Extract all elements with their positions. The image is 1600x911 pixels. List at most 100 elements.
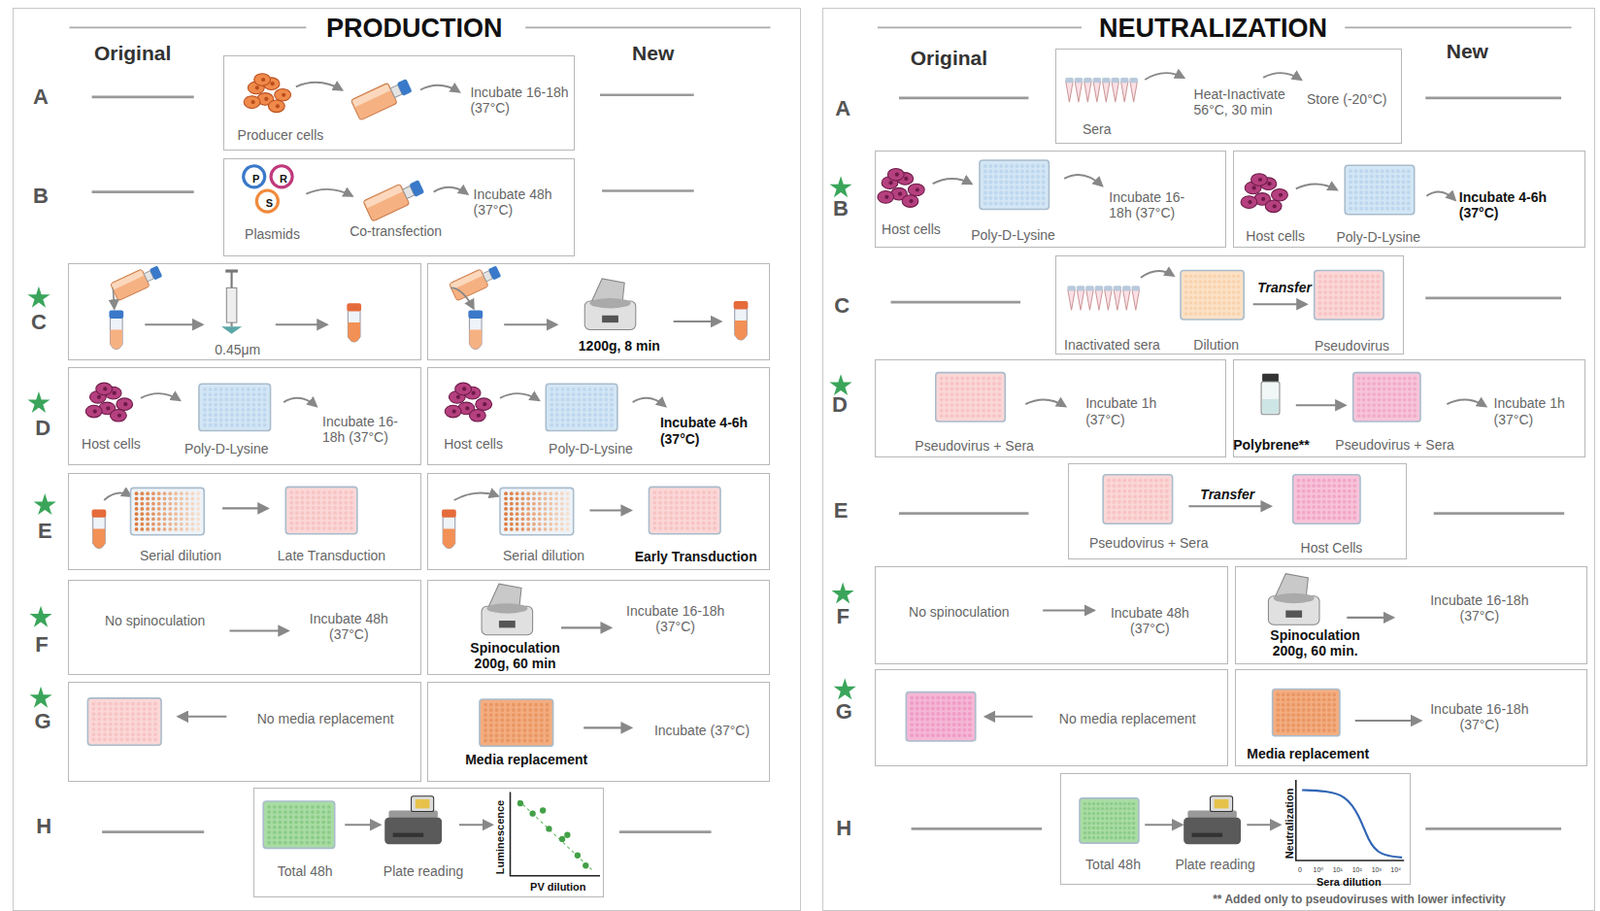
well (712, 516, 717, 521)
well (305, 495, 310, 500)
well (1348, 174, 1353, 179)
well (489, 738, 494, 743)
well (495, 702, 500, 707)
centrifuge-icon (584, 278, 636, 331)
well (257, 398, 262, 402)
well (196, 506, 200, 511)
well (935, 711, 940, 716)
cell (887, 167, 904, 181)
well (957, 706, 962, 711)
well (566, 407, 570, 412)
sera-cap (1111, 77, 1120, 83)
well (1398, 413, 1402, 418)
well (944, 408, 949, 413)
well (102, 737, 107, 742)
sera-tube (1076, 289, 1084, 310)
well (338, 505, 343, 510)
well (539, 707, 544, 712)
well (909, 717, 914, 722)
well (246, 423, 251, 428)
well (549, 392, 554, 397)
well (1035, 191, 1040, 196)
well (1327, 483, 1332, 488)
well (1202, 296, 1207, 300)
well (1128, 504, 1133, 509)
well (1333, 311, 1338, 316)
well (145, 491, 150, 496)
well (1352, 515, 1357, 520)
well (1122, 504, 1127, 509)
well (1391, 206, 1396, 211)
well (343, 505, 348, 510)
well (966, 408, 970, 413)
well (983, 185, 988, 190)
well (950, 413, 955, 418)
well-plate (1314, 270, 1384, 320)
well (992, 387, 997, 392)
cell (1240, 196, 1258, 209)
well (609, 407, 614, 412)
well (664, 516, 668, 521)
well (142, 701, 147, 706)
well (1111, 494, 1116, 499)
well (1122, 510, 1127, 515)
cell (96, 382, 113, 396)
well (257, 392, 262, 397)
well (1317, 478, 1322, 483)
well (289, 830, 294, 834)
well (131, 717, 135, 722)
well (967, 696, 972, 700)
well (1328, 273, 1333, 278)
well (1004, 185, 1009, 190)
well (1382, 387, 1387, 392)
sera-cap (1113, 285, 1122, 291)
well (310, 804, 315, 809)
well (147, 732, 152, 736)
well (349, 500, 354, 505)
well (208, 412, 213, 417)
well (489, 707, 494, 712)
well (1207, 274, 1212, 279)
well (208, 407, 213, 412)
well (136, 722, 141, 727)
cell-nucleus (1261, 197, 1266, 201)
well (560, 501, 565, 506)
well (316, 505, 321, 510)
well (1380, 206, 1385, 211)
well (1347, 489, 1352, 494)
well (1009, 164, 1014, 168)
well (599, 402, 603, 407)
well (1184, 311, 1189, 316)
no-change-dash (1425, 297, 1562, 300)
well (1212, 279, 1217, 284)
well (263, 418, 267, 423)
flow-arrow (112, 287, 115, 308)
sera-tube (1132, 289, 1139, 310)
well (1338, 290, 1343, 295)
well (349, 526, 354, 531)
well (1154, 483, 1159, 488)
plate-frame (199, 383, 271, 431)
well (970, 398, 975, 402)
well (963, 700, 967, 705)
well (1184, 300, 1189, 305)
well (145, 501, 150, 506)
well (142, 727, 147, 732)
well (1400, 206, 1405, 211)
well (1369, 196, 1374, 200)
well (157, 522, 162, 527)
well (251, 402, 256, 407)
cell-nucleus (270, 81, 275, 86)
flow-arrow (454, 492, 499, 500)
well (338, 495, 343, 500)
well (1382, 381, 1387, 386)
cell-nucleus (1247, 200, 1252, 204)
well (310, 825, 315, 830)
well (599, 392, 603, 397)
well (997, 387, 1001, 392)
well (941, 706, 946, 711)
well (576, 392, 581, 397)
well (327, 820, 332, 825)
well (1133, 504, 1137, 509)
well (503, 517, 508, 522)
